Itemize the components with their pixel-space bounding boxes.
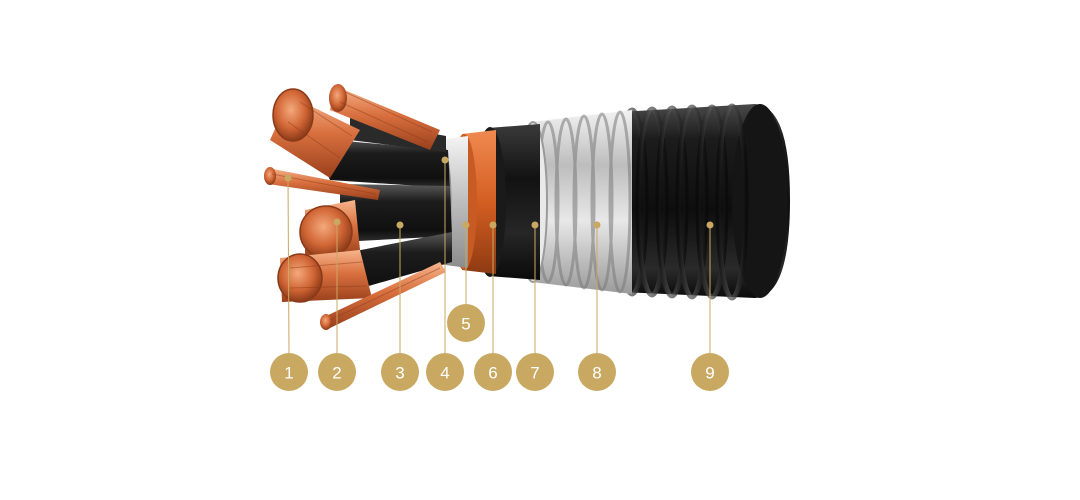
copper-conductors	[264, 84, 446, 330]
callout-label-2: 2	[332, 364, 341, 383]
callout-badge-2	[318, 353, 356, 391]
leader-line-1	[287, 177, 290, 354]
callout-dot-9	[706, 221, 714, 229]
callout-dot-4	[441, 156, 449, 164]
callout-badge-9	[691, 353, 729, 391]
outer-sheath-ridges	[615, 103, 749, 301]
callout-label-5: 5	[461, 315, 470, 334]
callout-label-7: 7	[530, 364, 539, 383]
callout-badge-8	[578, 353, 616, 391]
callout-badge-6	[474, 353, 512, 391]
callout-label-4: 4	[440, 364, 449, 383]
callout-dot-2	[333, 218, 341, 226]
callout-dot-6	[489, 221, 497, 229]
callout-dot-1	[284, 174, 292, 182]
outer-sheath	[615, 103, 790, 301]
callout-leader-lines	[284, 156, 714, 354]
callout-label-8: 8	[592, 364, 601, 383]
callout-label-1: 1	[284, 364, 293, 383]
callout-dot-7	[531, 221, 539, 229]
callout-badge-4	[426, 353, 464, 391]
callout-badge-7	[516, 353, 554, 391]
callout-label-9: 9	[705, 364, 714, 383]
callout-dot-5	[462, 221, 470, 229]
callout-badge-3	[381, 353, 419, 391]
callout-badge-1	[270, 353, 308, 391]
callout-badges: 1 2 3 4 5 6 7 8 9	[270, 304, 729, 391]
callout-label-6: 6	[488, 364, 497, 383]
callout-badge-5	[447, 304, 485, 342]
callout-dot-3	[396, 221, 404, 229]
callout-label-3: 3	[395, 364, 404, 383]
callout-dot-8	[593, 221, 601, 229]
